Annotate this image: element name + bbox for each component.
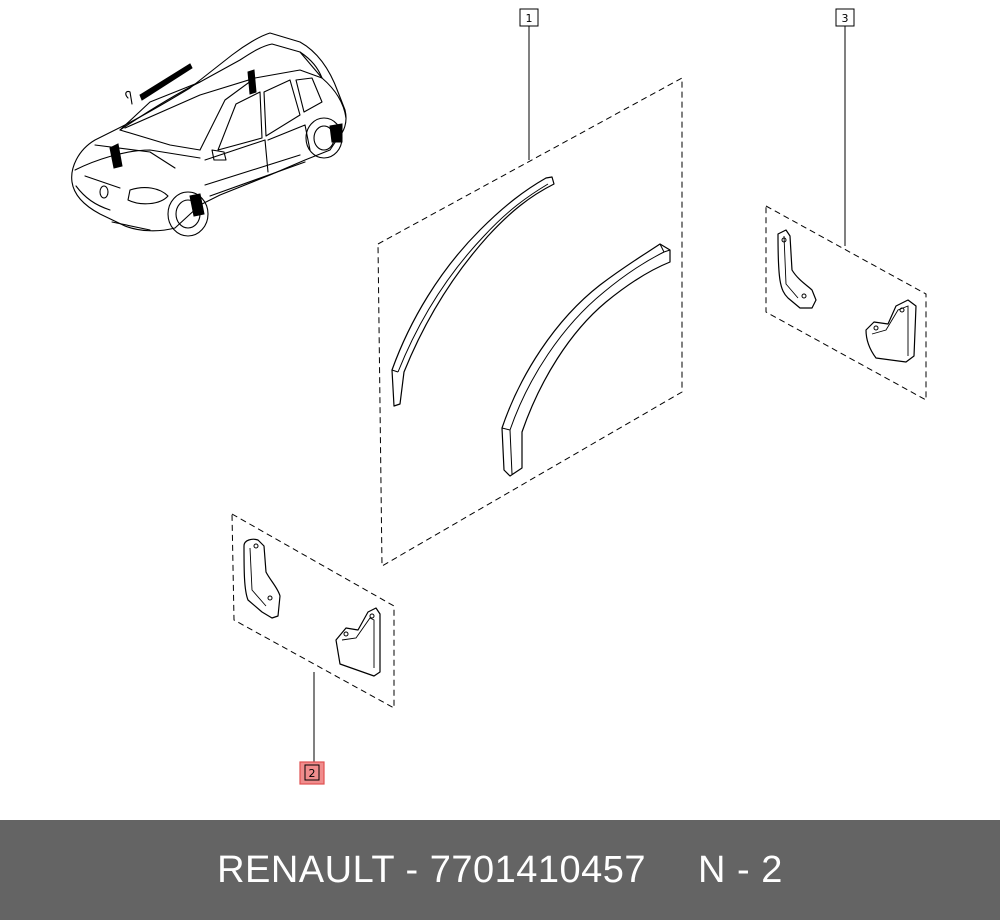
mudflap-group-2	[231, 513, 395, 762]
rear-deflector-part	[501, 243, 671, 477]
mudflap-rear-left-part	[777, 229, 817, 309]
mudflap-rear-right-part	[865, 299, 917, 363]
mudflap-group-3	[765, 26, 927, 401]
mudflap-right-part	[335, 607, 381, 677]
mudflap-group-2-boundary	[231, 513, 395, 709]
footer-brand-part-number: RENAULT - 7701410457	[217, 848, 647, 891]
footer-bar: RENAULT - 7701410457 N - 2	[0, 820, 1000, 920]
parts-diagram: 1 2 3	[71, 8, 927, 785]
car-accessory-marks	[109, 63, 343, 217]
callout-3[interactable]: 3	[835, 8, 855, 27]
callout-3-number: 3	[842, 12, 849, 25]
car-overview-illustration	[71, 32, 347, 237]
mudflap-group-3-boundary	[765, 205, 927, 401]
callout-2[interactable]: 2	[299, 761, 325, 785]
deflector-group-1-boundary	[377, 77, 683, 567]
deflector-group-1	[377, 26, 683, 567]
callout-1[interactable]: 1	[519, 8, 539, 27]
callout-2-highlight	[299, 761, 325, 785]
callout-2-number: 2	[309, 767, 316, 780]
callout-1-number: 1	[526, 12, 533, 25]
mudflap-left-part	[243, 538, 281, 619]
front-deflector-part	[391, 176, 555, 407]
footer-reference: N - 2	[698, 848, 783, 891]
